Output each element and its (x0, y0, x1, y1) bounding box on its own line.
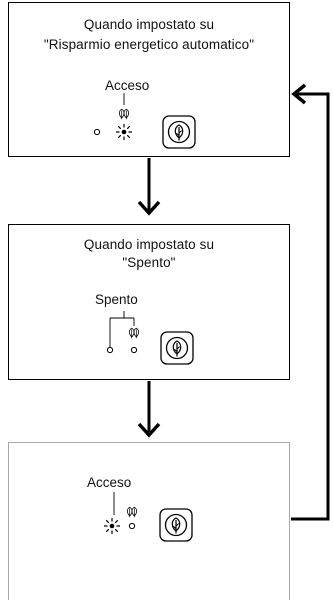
arrow-down-icon (137, 381, 161, 438)
indicator-dot-lit (103, 517, 121, 535)
leaf-icon[interactable] (160, 331, 194, 365)
step3-indicators (103, 492, 193, 542)
indicator-label-on: Acceso (105, 78, 150, 93)
step-box-auto-eco: Quando impostato su "Risparmio energetic… (8, 2, 290, 157)
step-box-off: Quando impostato su "Spento" Spento (8, 224, 290, 380)
arrow-down-icon (137, 158, 161, 216)
step-title-line2: "Spento" (122, 255, 176, 270)
leaf-icon[interactable] (159, 508, 193, 542)
loop-connector (291, 83, 330, 521)
indicator-label-off: Spento (95, 292, 138, 307)
indicator-dot-off (128, 522, 136, 530)
step-box-on: Acceso (8, 442, 290, 600)
indicator-dot-lit (115, 123, 133, 141)
indicator-dot-off (106, 346, 114, 354)
leaf-icon[interactable] (162, 115, 196, 149)
step1-indicators (93, 93, 196, 149)
double-leaf-icon (119, 109, 128, 119)
indicator-label-on: Acceso (87, 475, 132, 490)
arrow-left-icon (291, 83, 307, 105)
double-leaf-icon (127, 507, 136, 517)
step-title-line1: Quando impostato su (83, 237, 215, 252)
indicator-dot-off (130, 346, 138, 354)
double-leaf-icon (129, 328, 138, 338)
step-title-line2: "Risparmio energetico automatico" (43, 37, 255, 52)
step-title-line1: Quando impostato su (83, 17, 215, 32)
indicator-dot-off (93, 128, 101, 136)
step2-indicators (106, 311, 194, 365)
